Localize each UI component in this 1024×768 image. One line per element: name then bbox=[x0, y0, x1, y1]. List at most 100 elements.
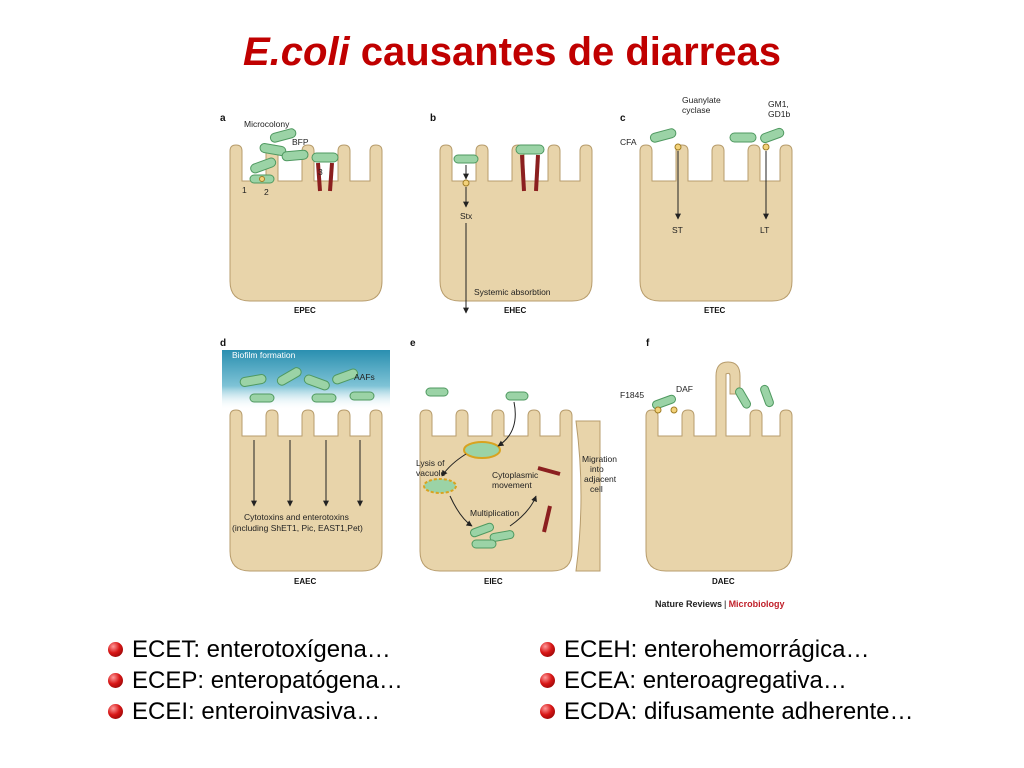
bacterium bbox=[269, 128, 297, 143]
tissue-eaec bbox=[229, 409, 383, 572]
label-bfp: BFP bbox=[292, 137, 309, 147]
bacterium bbox=[515, 144, 545, 155]
label-movement: movement bbox=[492, 480, 532, 490]
pedestal bbox=[328, 162, 334, 192]
bacterium bbox=[250, 157, 277, 174]
bullet-item: ECEH: enterohemorrágica… bbox=[540, 634, 914, 665]
bullet-icon bbox=[108, 673, 123, 688]
title-rest: causantes de diarreas bbox=[360, 30, 782, 74]
actin-tail bbox=[542, 505, 552, 533]
label-biofilm: Biofilm formation bbox=[232, 350, 296, 360]
panel-eaec: d Biofilm formation AAFs Cytotoxins and … bbox=[220, 338, 390, 586]
credit-journal: Nature Reviews bbox=[655, 599, 723, 609]
label-2: 2 bbox=[264, 187, 269, 197]
panel-ehec: b Stx Systemic absorbtion EHEC bbox=[430, 113, 593, 315]
label-including: (including ShET1, Pic, EAST1,Pet) bbox=[232, 523, 363, 533]
toxin-receptor bbox=[462, 179, 470, 187]
bacterium bbox=[332, 368, 359, 385]
label-3: 3 bbox=[318, 167, 323, 177]
bacterium bbox=[303, 374, 330, 391]
label-cytoplasmic: Cytoplasmic bbox=[492, 470, 539, 480]
bullet-text: ECEA: enteroagregativa… bbox=[564, 667, 847, 694]
pedestal bbox=[316, 162, 322, 192]
attachment-point bbox=[259, 176, 265, 182]
figure-credit: Nature Reviews|Microbiology bbox=[655, 599, 785, 609]
label-daf: DAF bbox=[676, 384, 693, 394]
bacterium bbox=[489, 530, 515, 542]
bullet-icon bbox=[540, 673, 555, 688]
panel-eiec: e Lysis of vacuole Cytoplasmic movement … bbox=[410, 338, 617, 586]
lysed-vacuole bbox=[423, 478, 457, 494]
bacterium bbox=[760, 127, 785, 144]
bullet-text: ECEP: enteropatógena… bbox=[132, 667, 403, 694]
bullet-icon bbox=[108, 704, 123, 719]
adjacent-cell bbox=[575, 420, 601, 572]
bullet-item: ECEI: enteroinvasiva… bbox=[108, 696, 403, 727]
tissue-daec bbox=[645, 361, 793, 572]
pedestal bbox=[520, 154, 526, 192]
bullet-text: ECEI: enteroinvasiva… bbox=[132, 698, 381, 725]
label-st: ST bbox=[672, 225, 683, 235]
bullet-list-left: ECET: enterotoxígena… ECEP: enteropatóge… bbox=[108, 634, 403, 727]
panel-letter-f: f bbox=[646, 338, 650, 349]
bacterium bbox=[649, 128, 677, 143]
label-systemic: Systemic absorbtion bbox=[474, 287, 551, 297]
label-gm1: GM1, bbox=[768, 99, 789, 109]
label-lt: LT bbox=[760, 225, 769, 235]
label-adjacent: adjacent bbox=[584, 474, 617, 484]
bullet-icon bbox=[540, 642, 555, 657]
label-cytotoxins: Cytotoxins and enterotoxins bbox=[244, 512, 349, 522]
panel-epec: a Microcolony BFP 1 2 3 EPEC bbox=[220, 113, 383, 315]
label-aafs: AAFs bbox=[354, 372, 375, 382]
credit-section: Microbiology bbox=[728, 599, 785, 609]
bacterium bbox=[651, 394, 677, 410]
bullet-icon bbox=[108, 642, 123, 657]
bullet-item: ECEP: enteropatógena… bbox=[108, 665, 403, 696]
bacterium bbox=[311, 393, 337, 403]
ecoli-pathotypes-figure: a Microcolony BFP 1 2 3 EPEC b Stx Syste… bbox=[220, 96, 793, 586]
bacterium bbox=[471, 539, 497, 549]
label-multiplication: Multiplication bbox=[470, 508, 519, 518]
label-stx: Stx bbox=[460, 211, 473, 221]
bullet-item: ECEA: enteroagregativa… bbox=[540, 665, 914, 696]
receptor bbox=[762, 143, 770, 151]
bacterium bbox=[276, 367, 302, 386]
label-gd1b: GD1b bbox=[768, 109, 790, 119]
label-migration: Migration bbox=[582, 454, 617, 464]
bacterium bbox=[281, 149, 309, 162]
credit-separator: | bbox=[724, 599, 727, 609]
caption-eiec: EIEC bbox=[484, 577, 503, 586]
bullet-list-right: ECEH: enterohemorrágica… ECEA: enteroagr… bbox=[540, 634, 914, 727]
panel-daec: f F1845 DAF DAEC bbox=[620, 338, 793, 586]
cycle-arrow bbox=[441, 453, 467, 477]
panel-letter-c: c bbox=[620, 113, 626, 124]
label-1: 1 bbox=[242, 185, 247, 195]
receptor bbox=[674, 143, 682, 151]
bullet-item: ECET: enterotoxígena… bbox=[108, 634, 403, 665]
bacterium bbox=[249, 393, 275, 403]
bacterium bbox=[311, 152, 339, 163]
bacterium bbox=[349, 391, 375, 401]
bacterium bbox=[505, 391, 529, 401]
bullet-icon bbox=[540, 704, 555, 719]
slide-title: E.coli causantes de diarreas bbox=[0, 30, 1024, 75]
label-cfa: CFA bbox=[620, 137, 637, 147]
bullet-text: ECDA: difusamente adherente… bbox=[564, 698, 914, 725]
caption-daec: DAEC bbox=[712, 577, 735, 586]
tissue-eiec bbox=[419, 409, 573, 572]
receptor bbox=[670, 406, 678, 414]
caption-eaec: EAEC bbox=[294, 577, 316, 586]
panel-letter-d: d bbox=[220, 338, 226, 349]
label-into: into bbox=[590, 464, 604, 474]
label-guanylate: Guanylate bbox=[682, 96, 721, 105]
panel-letter-b: b bbox=[430, 113, 436, 124]
actin-tail bbox=[537, 466, 561, 476]
bacterium bbox=[239, 374, 267, 387]
cycle-arrow bbox=[449, 495, 473, 527]
bullet-item: ECDA: difusamente adherente… bbox=[540, 696, 914, 727]
tissue-etec bbox=[639, 144, 793, 302]
panel-letter-a: a bbox=[220, 113, 226, 124]
cycle-arrow bbox=[509, 495, 537, 527]
receptor bbox=[654, 406, 662, 414]
label-lysis: Lysis of bbox=[416, 458, 445, 468]
